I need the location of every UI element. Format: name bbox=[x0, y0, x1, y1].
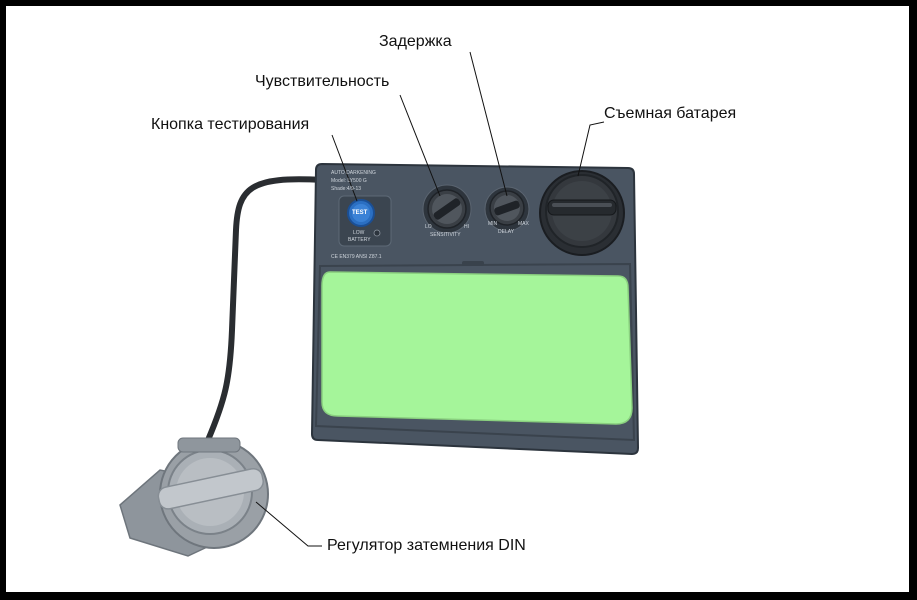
delay-knob-icon bbox=[489, 190, 525, 226]
callout-battery: Съемная батарея bbox=[604, 105, 737, 122]
leader-line-din bbox=[255, 501, 322, 547]
delay-max-label: MAX bbox=[518, 221, 529, 227]
callout-sensitivity: Чувствительность bbox=[255, 73, 390, 90]
din-regulator-icon bbox=[119, 437, 269, 557]
sensitivity-label: SENSITIVITY bbox=[430, 232, 461, 238]
leader-line-battery bbox=[577, 121, 605, 177]
leader-line-test-button bbox=[331, 134, 358, 202]
device-model-line: Model: LY500 G bbox=[331, 178, 367, 184]
callout-test-button: Кнопка тестирования bbox=[151, 116, 310, 133]
auto-darkening-lens bbox=[321, 271, 633, 425]
standards-label: CE EN379 ANSI Z87.1 bbox=[331, 254, 382, 260]
low-battery-label-2: BATTERY bbox=[348, 237, 371, 243]
battery-cap-icon bbox=[539, 170, 625, 256]
callout-delay: Задержка bbox=[379, 33, 452, 50]
connection-cable bbox=[205, 176, 325, 443]
device-brand-line: AUTO DARKENING bbox=[331, 170, 376, 176]
sensitivity-hi-label: HI bbox=[464, 224, 469, 230]
low-battery-led-icon bbox=[373, 229, 381, 237]
callout-din-regulator: Регулятор затемнения DIN bbox=[327, 537, 526, 554]
sensitivity-lo-label: LO bbox=[425, 224, 432, 230]
leader-line-delay bbox=[469, 51, 508, 197]
delay-min-label: MIN bbox=[488, 221, 498, 227]
test-button-label: TEST bbox=[352, 210, 368, 216]
sensitivity-knob-icon bbox=[427, 189, 467, 229]
low-battery-label-1: LOW bbox=[353, 230, 365, 236]
device-shade-line: Shade:4/9-13 bbox=[331, 186, 362, 192]
delay-label: DELAY bbox=[498, 229, 515, 235]
leader-line-sensitivity bbox=[399, 94, 441, 197]
